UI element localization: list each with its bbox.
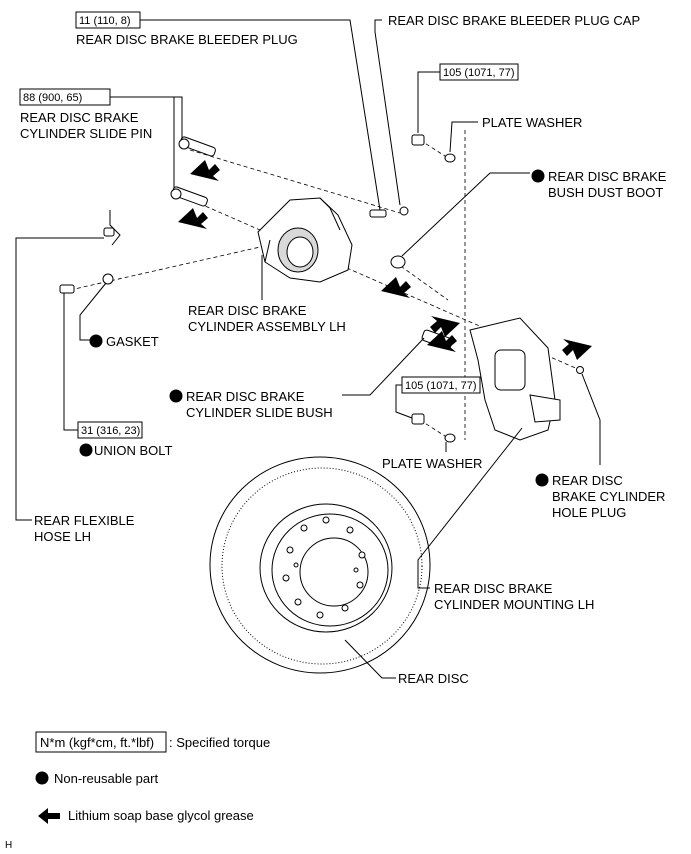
cylinder-assembly-label-line1: REAR DISC BRAKE [188, 303, 307, 318]
bleeder-plug-cap-label: REAR DISC BRAKE BLEEDER PLUG CAP [388, 13, 640, 28]
slide-bush-label-line1: REAR DISC BRAKE [186, 389, 305, 404]
brake-cylinder-mounting [469, 317, 561, 441]
legend: N*m (kgf*cm, ft.*lbf) : Specified torque… [35, 731, 270, 824]
non-reusable-marker-icon [531, 169, 545, 183]
torque-box-union-bolt: 31 (316, 23) [77, 421, 143, 439]
bleeder-plug-cap-part [399, 206, 409, 216]
torque-box-bleeder: 11 (110, 8) [75, 11, 141, 29]
bush-dust-boot-label-line2: BUSH DUST BOOT [548, 185, 663, 200]
hole-plug-label-line2: BRAKE CYLINDER [552, 489, 665, 504]
bush-dust-boot-label-line1: REAR DISC BRAKE [548, 169, 667, 184]
cylinder-assembly-label-line2: CYLINDER ASSEMBLY LH [188, 319, 346, 334]
mounting-label-line1: REAR DISC BRAKE [434, 581, 553, 596]
mounting-label-line2: CYLINDER MOUNTING LH [434, 597, 594, 612]
flexible-hose-label-line1: REAR FLEXIBLE [34, 513, 135, 528]
slide-pin-torque-text: 88 (900, 65) [23, 92, 82, 104]
mount-torque-bottom-text: 105 (1071, 77) [405, 380, 477, 392]
grease-arrows [178, 160, 592, 360]
plate-washer-bottom-label: PLATE WASHER [382, 456, 482, 471]
plate-washer-upper-part [444, 153, 456, 163]
union-bolt-label: UNION BOLT [94, 443, 173, 458]
grease-arrow-icon [190, 160, 220, 181]
bleeder-plug-label: REAR DISC BRAKE BLEEDER PLUG [76, 32, 298, 47]
mount-bolt-upper [411, 134, 425, 146]
leader-lines [15, 19, 601, 679]
torque-box-slide-pin: 88 (900, 65) [19, 88, 111, 106]
non-reusable-legend-icon [35, 771, 49, 785]
grease-arrow-icon [178, 208, 208, 229]
wheel-stud-holes [282, 516, 366, 619]
rear-disc [209, 456, 431, 674]
flexible-hose-label-line2: HOSE LH [34, 529, 91, 544]
bleeder-plug-torque-text: 11 (110, 8) [79, 15, 131, 27]
non-reusable-marker-icon [535, 473, 549, 487]
slide-pin-label-line1: REAR DISC BRAKE [20, 110, 139, 125]
flexible-hose-part [103, 210, 121, 246]
slide-bush-label-line2: CYLINDER SLIDE BUSH [186, 405, 333, 420]
union-bolt-torque-text: 31 (316, 23) [81, 425, 140, 437]
slide-pin-lower [170, 186, 208, 207]
grease-arrow-icon [381, 277, 411, 298]
legend-grease-text: Lithium soap base glycol grease [68, 808, 254, 823]
legend-torque-box [35, 731, 167, 753]
bush-dust-boot-part [390, 255, 406, 269]
plate-washer-lower-part [444, 433, 456, 443]
plate-washer-top-label: PLATE WASHER [482, 115, 582, 130]
non-reusable-marker-icon [169, 389, 183, 403]
non-reusable-marker-icon [89, 334, 103, 348]
bleeder-plug-part [369, 209, 387, 218]
torque-box-mount-bottom: 105 (1071, 77) [401, 376, 481, 394]
hole-plug-label-line3: HOLE PLUG [552, 505, 626, 520]
hole-plug-part [576, 366, 584, 374]
corner-mark: H [5, 840, 12, 851]
gasket-label: GASKET [106, 334, 159, 349]
union-bolt-part [59, 284, 75, 294]
hole-plug-label-line1: REAR DISC [552, 473, 623, 488]
non-reusable-marker-icon [79, 443, 93, 457]
legend-torque-box-text: N*m (kgf*cm, ft.*lbf) [40, 735, 154, 750]
grease-arrow-icon [562, 339, 592, 360]
rear-disc-label: REAR DISC [398, 671, 469, 686]
gasket-part [102, 273, 114, 285]
grease-legend-arrow-icon [38, 808, 60, 824]
grease-arrow-icon [427, 331, 457, 352]
mount-torque-top-text: 105 (1071, 77) [443, 67, 515, 79]
legend-non-reusable-text: Non-reusable part [54, 771, 158, 786]
legend-torque-text: : Specified torque [169, 735, 270, 750]
brake-cylinder-assembly [257, 197, 353, 283]
slide-pin-upper [178, 136, 216, 157]
grease-arrow-icon [430, 316, 460, 337]
torque-box-mount-top: 105 (1071, 77) [439, 63, 519, 81]
slide-pin-label-line2: CYLINDER SLIDE PIN [20, 126, 152, 141]
mount-bolt-lower [411, 413, 425, 425]
